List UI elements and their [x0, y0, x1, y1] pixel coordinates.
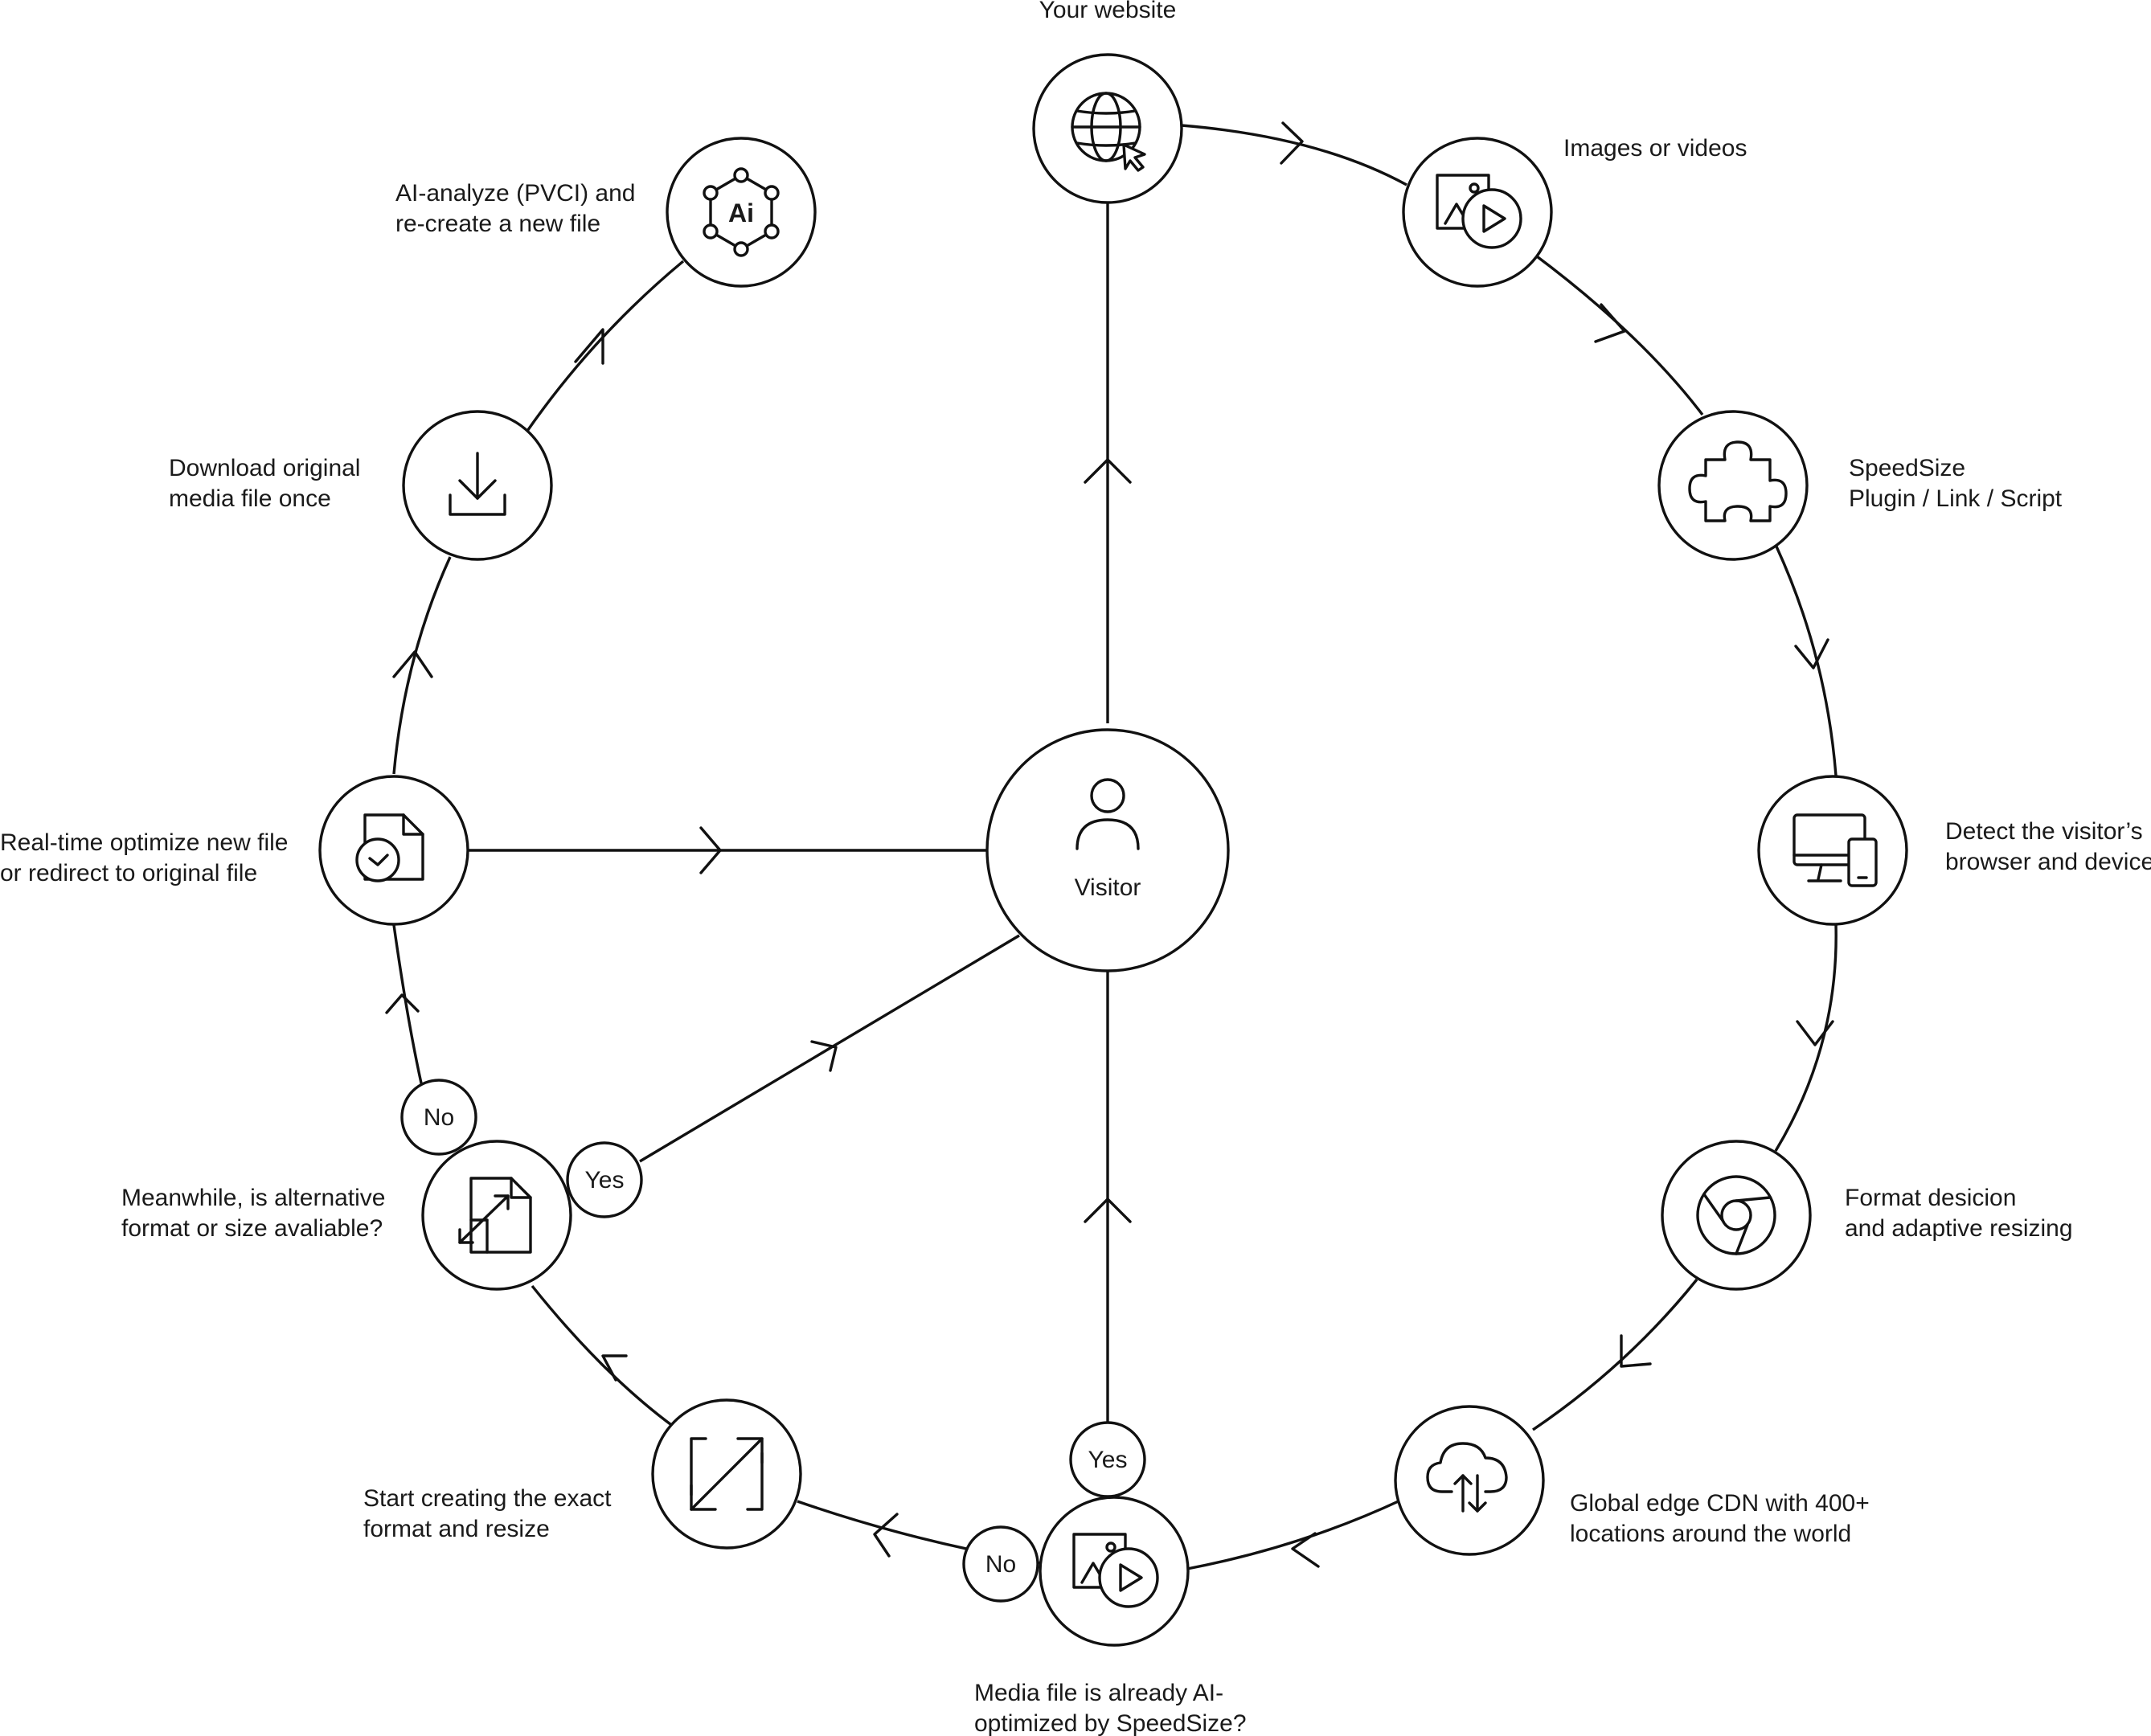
arrowhead: [574, 328, 604, 365]
node-plugin: [1657, 410, 1809, 561]
document-resize-icon: [458, 1177, 532, 1254]
ai-icon-text: Ai: [728, 199, 754, 227]
arrowhead: [873, 1513, 899, 1558]
edge-resize-alternative: [531, 1284, 675, 1428]
arrowhead: [392, 650, 433, 678]
label-images: Images or videos: [1563, 135, 1747, 162]
node-format: [1661, 1140, 1812, 1291]
puzzle-icon: [1688, 440, 1788, 522]
edge-download-ai: [524, 260, 685, 434]
user-icon: [1076, 778, 1140, 850]
badge-alt-no: No: [400, 1079, 477, 1156]
label-format: Format desicion and adaptive resizing: [1845, 1185, 2073, 1242]
document-clock-icon: [355, 813, 424, 882]
badge-alt-yes: Yes: [566, 1141, 643, 1218]
image-video-icon: [1436, 174, 1522, 249]
ai-network-icon: Ai: [703, 167, 780, 257]
label-realtime: Real-time optimize new file or redirect …: [0, 829, 295, 886]
cloud-transfer-icon: [1426, 1442, 1508, 1513]
node-circle: [666, 137, 817, 288]
node-circle: [421, 1140, 572, 1291]
node-media: [1039, 1496, 1190, 1647]
arrowhead: [601, 1354, 628, 1382]
badge-label: Yes: [1088, 1447, 1128, 1473]
node-images: [1402, 137, 1553, 288]
arrowhead: [1594, 303, 1626, 343]
arrowhead: [1280, 121, 1304, 165]
edge-alternative-visitor: [639, 934, 1020, 1163]
arrowhead: [385, 993, 420, 1014]
node-cdn: [1394, 1405, 1545, 1556]
label-media: Media file is already AI- optimized by S…: [974, 1680, 1247, 1736]
node-resize: [651, 1398, 802, 1550]
download-icon: [449, 452, 506, 516]
node-circle: [1032, 53, 1183, 204]
arrowhead: [1084, 1198, 1132, 1223]
label-alternative: Meanwhile, is alternative format or size…: [121, 1185, 392, 1242]
arrowhead: [1796, 1020, 1834, 1046]
globe-cursor-icon: [1071, 92, 1146, 172]
arrowhead: [699, 826, 722, 874]
label-website: Your website: [1039, 0, 1177, 23]
node-circle: [1661, 1140, 1812, 1291]
visitor-label: Visitor: [1075, 874, 1141, 901]
badge-label: Yes: [585, 1167, 625, 1194]
label-detect: Detect the visitor’s browser and device: [1945, 818, 2151, 875]
node-visitor: Visitor: [985, 728, 1230, 972]
node-website: [1032, 53, 1183, 204]
label-cdn: Global edge CDN with 400+ locations arou…: [1570, 1490, 1876, 1547]
arrowhead: [1084, 458, 1132, 484]
arrowhead: [1291, 1532, 1320, 1568]
monitor-phone-icon: [1792, 813, 1878, 887]
edge-cdn-media: [1186, 1498, 1403, 1570]
image-video-icon: [1072, 1533, 1159, 1608]
arrowhead: [810, 1040, 838, 1072]
node-ai: Ai: [666, 137, 817, 288]
node-download: [402, 410, 553, 561]
node-circle: [985, 728, 1230, 972]
node-circle: [1757, 775, 1908, 926]
edge-realtime-download: [392, 556, 452, 775]
edge-plugin-detect: [1775, 546, 1838, 776]
arrowhead: [1620, 1334, 1652, 1368]
arrowheads: [385, 121, 1834, 1568]
node-alternative: [421, 1140, 572, 1291]
node-realtime: [318, 775, 469, 926]
node-detect: [1757, 775, 1908, 926]
label-plugin: SpeedSize Plugin / Link / Script: [1849, 455, 2063, 512]
resize-arrows-icon: [690, 1437, 764, 1511]
badge-label: No: [985, 1551, 1016, 1578]
chrome-icon: [1696, 1175, 1776, 1255]
edge-format-cdn: [1532, 1278, 1698, 1431]
node-circle: [1657, 410, 1809, 561]
label-resize: Start creating the exact format and resi…: [363, 1485, 618, 1542]
badge-label: No: [424, 1104, 454, 1131]
badge-media-yes: Yes: [1069, 1421, 1146, 1498]
edges: [392, 124, 1838, 1570]
label-download: Download original media file once: [169, 455, 367, 512]
edge-images-plugin: [1532, 252, 1704, 416]
edge-website-images: [1181, 124, 1407, 186]
edge-detect-format: [1774, 923, 1838, 1152]
label-ai: AI-analyze (PVCI) and re-create a new fi…: [395, 180, 642, 237]
arrowhead: [1794, 638, 1829, 669]
badge-media-no: No: [962, 1525, 1039, 1603]
